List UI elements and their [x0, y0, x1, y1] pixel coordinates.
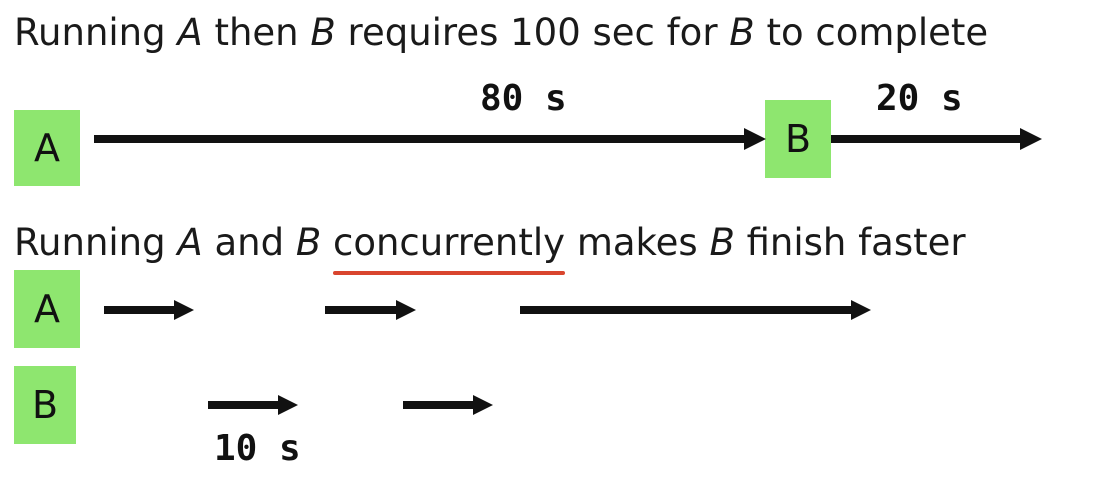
concurrently-underlined-word: concurrently: [332, 221, 566, 275]
arrow-a-sequential-80s: [94, 128, 766, 150]
task-a-box-sequential: A: [14, 110, 80, 186]
arrow-a-concurrent-1: [104, 300, 194, 320]
sequential-heading: Running A then B requires 100 sec for B …: [14, 11, 989, 54]
arrow-b-concurrent-1: [208, 395, 298, 415]
label-10-s: 10 s: [214, 428, 301, 469]
arrow-a-concurrent-3: [520, 300, 871, 320]
arrow-a-concurrent-2: [325, 300, 416, 320]
task-b-box-concurrent: B: [14, 366, 76, 444]
arrow-b-concurrent-2: [403, 395, 493, 415]
task-b-box-sequential: B: [765, 100, 831, 178]
task-a-box-concurrent: A: [14, 270, 80, 348]
label-80-s: 80 s: [480, 78, 567, 119]
label-20-s: 20 s: [876, 78, 963, 119]
concurrent-heading: Running A and B concurrently makes B fin…: [14, 221, 966, 275]
arrow-b-sequential-20s: [831, 128, 1042, 150]
